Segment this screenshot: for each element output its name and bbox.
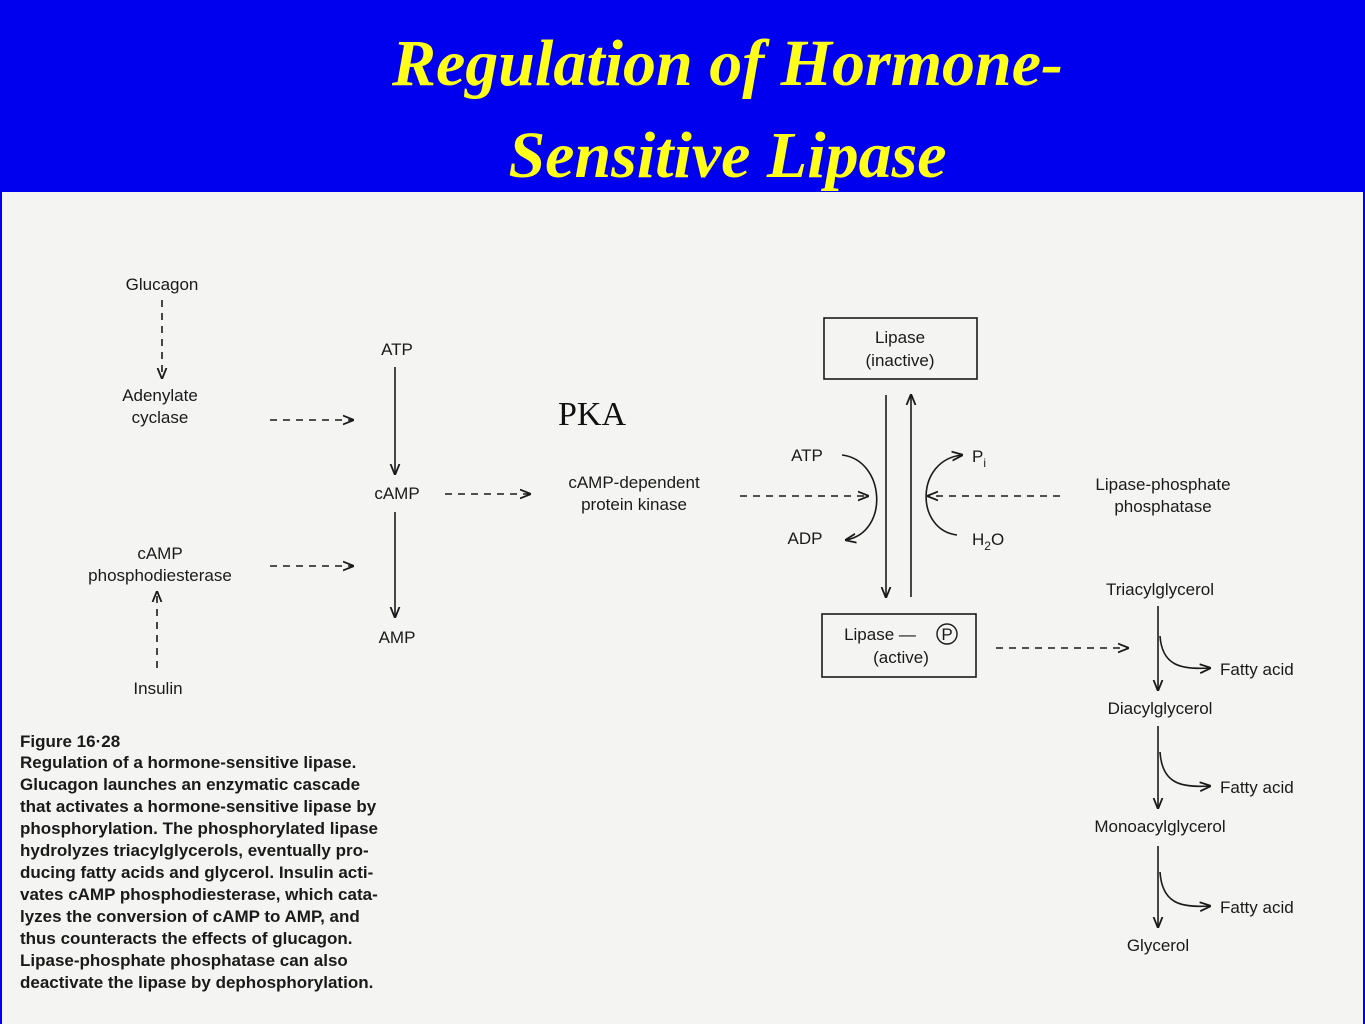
caption-line: Regulation of a hormone-sensitive lipase… — [20, 753, 356, 772]
h2o-label: H2O — [972, 530, 1004, 553]
pde-label-1: cAMP — [137, 544, 182, 563]
page-title: Regulation of Hormone- Sensitive Lipase — [0, 0, 1365, 215]
pde-label-2: phosphodiesterase — [88, 566, 232, 585]
caption-line: vates cAMP phosphodiesterase, which cata… — [20, 885, 378, 904]
fatty-acid-1-branch — [1159, 635, 1210, 668]
caption-line: Lipase-phosphate phosphatase can also — [20, 951, 348, 970]
fatty-acid-3-branch — [1159, 871, 1210, 906]
adenylate-cyclase-label-1: Adenylate — [122, 386, 198, 405]
figure-caption: Figure 16·28 Regulation of a hormone-sen… — [20, 732, 378, 992]
fatty-acid-1-label: Fatty acid — [1220, 660, 1294, 679]
protein-kinase-label-2: protein kinase — [581, 495, 687, 514]
lipase-inactive-label-2: (inactive) — [866, 351, 935, 370]
monoacylglycerol-label: Monoacylglycerol — [1094, 817, 1225, 836]
insulin-label: Insulin — [133, 679, 182, 698]
atp-adp-curve — [841, 454, 878, 540]
amp-label: AMP — [379, 628, 416, 647]
protein-kinase-label-1: cAMP-dependent — [568, 473, 700, 492]
lpp-label-2: phosphatase — [1114, 497, 1211, 516]
triacylglycerol-label: Triacylglycerol — [1106, 580, 1214, 599]
fatty-acid-3-label: Fatty acid — [1220, 898, 1294, 917]
caption-line: ducing fatty acids and glycerol. Insulin… — [20, 863, 373, 882]
textbook-figure — [2, 192, 1363, 1024]
adenylate-cyclase-label-2: cyclase — [132, 408, 189, 427]
title-banner — [0, 0, 1365, 192]
title-line-2: Sensitive Lipase — [508, 119, 947, 192]
atp-label: ATP — [381, 340, 413, 359]
glucagon-label: Glucagon — [126, 275, 199, 294]
phosphate-circle-icon — [936, 623, 958, 645]
lipase-inactive-box — [823, 317, 978, 380]
lipase-active-box — [821, 613, 977, 678]
lipase-inactive-label-1: Lipase — [875, 328, 925, 347]
h2o-pi-curve — [925, 455, 962, 536]
caption-line: that activates a hormone-sensitive lipas… — [20, 797, 377, 816]
caption-line: Glucagon launches an enzymatic cascade — [20, 775, 360, 794]
lipase-active-label-1: Lipase — — [844, 625, 916, 644]
atp-right-label: ATP — [791, 446, 823, 465]
figure-number: Figure 16·28 — [20, 732, 120, 751]
caption-line: phosphorylation. The phosphorylated lipa… — [20, 819, 378, 838]
fatty-acid-2-label: Fatty acid — [1220, 778, 1294, 797]
pi-label: Pi — [972, 447, 986, 470]
caption-line: thus counteracts the effects of glucagon… — [20, 929, 353, 948]
diacylglycerol-label: Diacylglycerol — [1108, 699, 1213, 718]
lpp-label-1: Lipase-phosphate — [1095, 475, 1230, 494]
glycerol-label: Glycerol — [1127, 936, 1189, 955]
caption-line: lyzes the conversion of cAMP to AMP, and — [20, 907, 360, 926]
title-line-1: Regulation of Hormone- — [391, 27, 1064, 100]
camp-label: cAMP — [374, 484, 419, 503]
pka-annotation: PKA — [558, 396, 626, 433]
caption-line: deactivate the lipase by dephosphorylati… — [20, 973, 373, 992]
fatty-acid-2-branch — [1159, 751, 1210, 786]
adp-label: ADP — [788, 529, 823, 548]
phosphate-circle-label: P — [941, 625, 952, 644]
lipase-active-label-2: (active) — [873, 648, 929, 667]
caption-line: hydrolyzes triacylglycerols, eventually … — [20, 841, 369, 860]
